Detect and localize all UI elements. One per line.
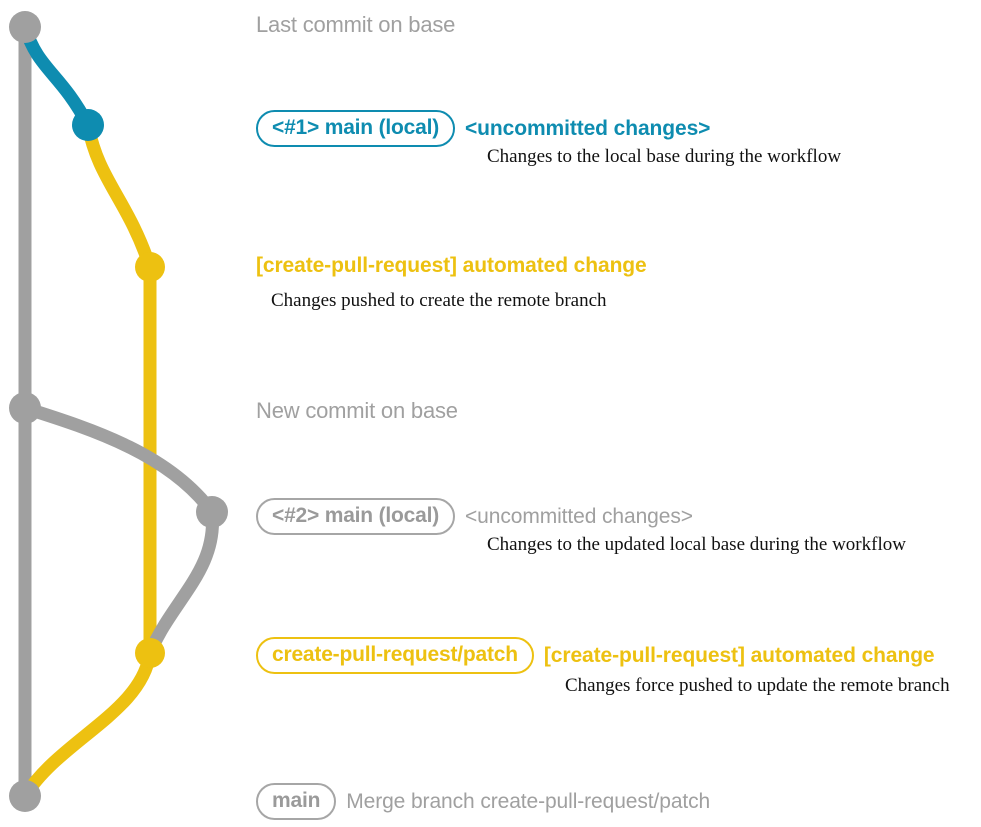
commit-message-local-1: <uncommitted changes>	[465, 117, 711, 140]
commit-description-local-2: Changes to the updated local base during…	[487, 534, 906, 555]
merge-node	[9, 780, 41, 812]
local-node-2	[196, 496, 228, 528]
entry-new-commit-on-base: New commit on base	[256, 400, 458, 422]
commit-description-local-1: Changes to the local base during the wor…	[487, 146, 842, 167]
entry-merge-commit: main Merge branch create-pull-request/pa…	[256, 783, 710, 820]
branch-badge-local-2[interactable]: <#2> main (local)	[256, 498, 456, 535]
remote-node-1	[135, 252, 165, 282]
remote-branch-line-1	[81, 118, 157, 274]
branch-badge-main[interactable]: main	[256, 783, 337, 820]
base-head-node	[9, 11, 41, 43]
commit-description-remote-1: Changes pushed to create the remote bran…	[271, 290, 607, 311]
entry-local-commit-1: <#1> main (local) <uncommitted changes>	[256, 110, 710, 147]
commit-message-local-2: <uncommitted changes>	[465, 505, 693, 528]
entry-remote-commit-1: [create-pull-request] automated change	[256, 255, 647, 276]
local-branch-line-2	[18, 401, 219, 519]
branch-badge-remote-2[interactable]: create-pull-request/patch	[256, 637, 534, 674]
commit-message-last-commit-on-base: Last commit on base	[256, 12, 456, 37]
commit-message-new-commit-on-base: New commit on base	[256, 398, 458, 423]
entry-remote-commit-2: create-pull-request/patch [create-pull-r…	[256, 637, 935, 674]
commit-description-remote-2: Changes force pushed to update the remot…	[565, 675, 950, 696]
commit-graph	[9, 11, 228, 812]
remote-merge-line	[18, 646, 157, 803]
commit-message-remote-2: [create-pull-request] automated change	[543, 644, 935, 667]
commit-message-remote-1: [create-pull-request] automated change	[256, 254, 647, 277]
base-node-2	[9, 392, 41, 424]
local-branch-line-1	[18, 20, 95, 132]
merge-into-remote-line	[143, 505, 220, 660]
remote-node-2	[135, 638, 165, 668]
entry-local-commit-2: <#2> main (local) <uncommitted changes>	[256, 498, 693, 535]
entry-last-commit-on-base: Last commit on base	[256, 14, 455, 36]
commit-message-merge: Merge branch create-pull-request/patch	[346, 790, 711, 813]
branch-badge-local-1[interactable]: <#1> main (local)	[256, 110, 456, 147]
local-node-1	[72, 109, 104, 141]
